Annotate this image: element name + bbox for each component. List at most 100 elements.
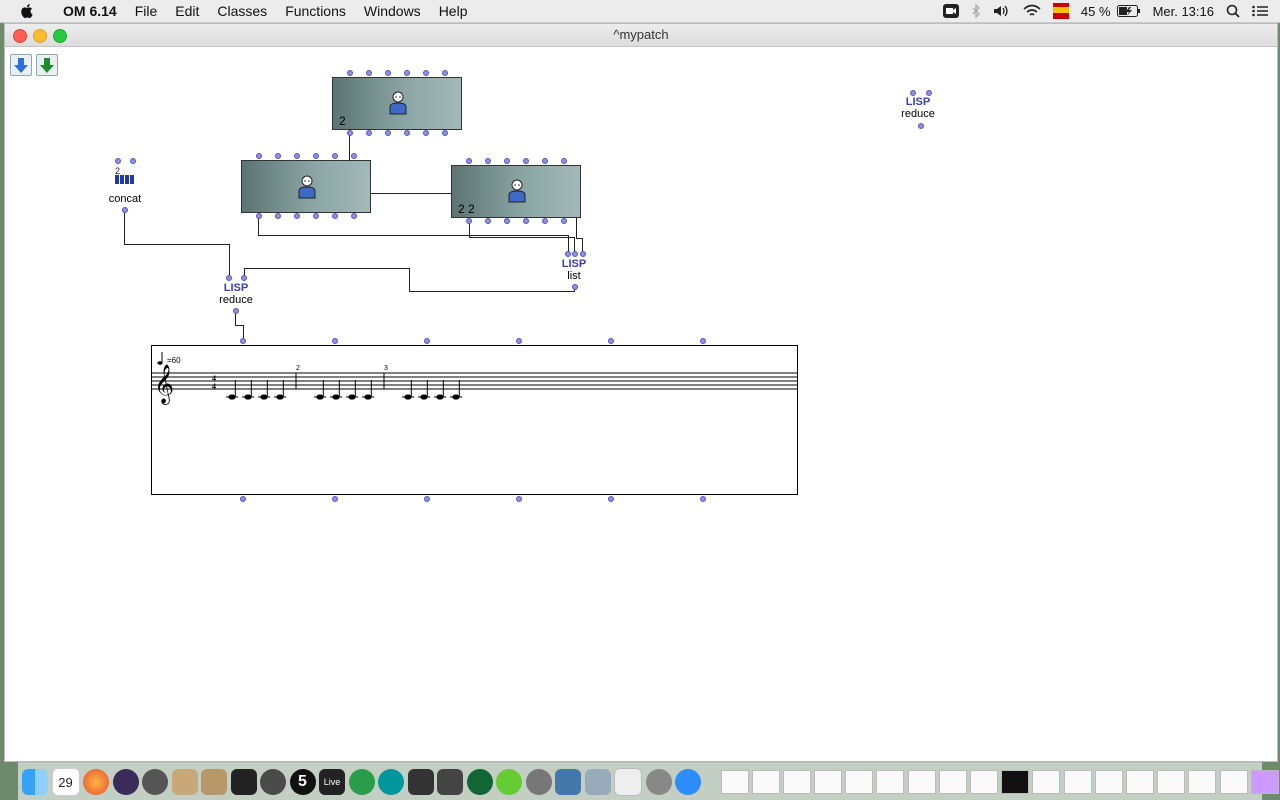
connection-wire[interactable]: [235, 325, 243, 326]
minimized-window-thumb[interactable]: [845, 769, 874, 794]
class-inlet[interactable]: [256, 153, 262, 159]
battery-icon[interactable]: [1116, 5, 1141, 17]
zoom-status-icon[interactable]: [942, 4, 959, 18]
finder-icon[interactable]: [22, 768, 48, 795]
score-inlet[interactable]: [700, 338, 706, 344]
connection-wire[interactable]: [244, 268, 245, 279]
app-icon-3[interactable]: [525, 768, 552, 795]
class-outlet[interactable]: [423, 130, 429, 136]
reduce-inlet[interactable]: [910, 90, 916, 96]
score-outlet[interactable]: [608, 496, 614, 502]
class-inlet[interactable]: [347, 70, 353, 76]
close-window-button[interactable]: [13, 29, 27, 43]
connection-wire[interactable]: [582, 238, 583, 255]
window-titlebar[interactable]: ^mypatch: [5, 24, 1277, 47]
circle-app-icon[interactable]: [260, 768, 286, 795]
menu-help[interactable]: Help: [438, 3, 468, 19]
preview-icon[interactable]: [584, 768, 611, 795]
firefox-icon[interactable]: [83, 768, 109, 795]
tool-app-icon-2[interactable]: [201, 768, 227, 795]
class-inlet[interactable]: [485, 158, 491, 164]
class-box-left[interactable]: [241, 160, 371, 213]
volume-icon[interactable]: [993, 4, 1011, 18]
score-inlet[interactable]: [608, 338, 614, 344]
piano-app-icon[interactable]: [407, 768, 434, 795]
class-outlet[interactable]: [504, 218, 510, 224]
class-outlet[interactable]: [385, 130, 391, 136]
connection-wire[interactable]: [574, 237, 575, 255]
calendar-icon[interactable]: 29: [51, 767, 80, 796]
move-down-button[interactable]: [10, 54, 32, 76]
class-outlet[interactable]: [313, 213, 319, 219]
concat-outlet[interactable]: [122, 207, 128, 213]
reduce-inlet[interactable]: [241, 275, 247, 281]
minimized-window-thumb[interactable]: [938, 769, 967, 794]
number-app-icon[interactable]: 5: [289, 768, 316, 795]
connection-wire[interactable]: [258, 217, 259, 235]
minimized-window-thumb[interactable]: [1157, 769, 1186, 794]
class-outlet[interactable]: [485, 218, 491, 224]
connection-wire[interactable]: [244, 268, 409, 269]
list-outlet[interactable]: [572, 284, 578, 290]
score-outlet[interactable]: [700, 496, 706, 502]
score-inlet[interactable]: [332, 338, 338, 344]
class-inlet[interactable]: [313, 153, 319, 159]
system-preferences-icon[interactable]: [645, 768, 672, 795]
music-app-icon[interactable]: [112, 768, 139, 795]
minimize-window-button[interactable]: [33, 29, 47, 43]
connection-wire[interactable]: [124, 244, 229, 245]
connection-wire[interactable]: [229, 244, 230, 279]
connection-wire[interactable]: [124, 209, 125, 244]
connection-wire[interactable]: [349, 130, 350, 160]
connection-wire[interactable]: [258, 235, 568, 236]
minimized-window-thumb[interactable]: [876, 769, 905, 794]
patch-canvas[interactable]: 2 2 2 2 concat LISP reduce LISP list LIS…: [5, 47, 1277, 761]
class-outlet[interactable]: [466, 218, 472, 224]
class-inlet[interactable]: [542, 158, 548, 164]
lisp-list-box[interactable]: LISP list: [549, 259, 599, 283]
app-icon[interactable]: [437, 768, 463, 795]
connection-wire[interactable]: [469, 237, 574, 238]
class-inlet[interactable]: [351, 153, 357, 159]
list-inlet[interactable]: [565, 251, 571, 257]
class-inlet[interactable]: [404, 70, 410, 76]
menu-file[interactable]: File: [134, 3, 158, 19]
guitar-app-icon[interactable]: [230, 768, 257, 795]
score-outlet[interactable]: [424, 496, 430, 502]
leaf-app-icon[interactable]: [496, 768, 522, 795]
class-outlet[interactable]: [294, 213, 300, 219]
menu-edit[interactable]: Edit: [175, 3, 200, 19]
class-outlet[interactable]: [561, 218, 567, 224]
arduino-icon[interactable]: [378, 768, 404, 795]
minimized-window-thumb[interactable]: [1125, 769, 1154, 794]
class-outlet[interactable]: [347, 130, 353, 136]
lisp-reduce-box[interactable]: LISP reduce: [211, 283, 261, 307]
menu-classes[interactable]: Classes: [217, 3, 268, 19]
notification-center-icon[interactable]: [1252, 5, 1268, 17]
class-box-right[interactable]: 2 2: [451, 165, 581, 218]
class-inlet[interactable]: [332, 153, 338, 159]
minimized-window-thumb[interactable]: [1094, 769, 1123, 794]
connection-wire[interactable]: [469, 222, 470, 237]
clock[interactable]: Mer. 13:16: [1152, 3, 1214, 19]
spotlight-icon[interactable]: [1226, 4, 1240, 18]
class-box-top[interactable]: 2: [332, 77, 462, 130]
class-inlet[interactable]: [504, 158, 510, 164]
connection-wire[interactable]: [576, 217, 577, 239]
input-source-flag-icon[interactable]: [1052, 3, 1069, 19]
minimized-window-thumb[interactable]: [1250, 769, 1279, 794]
class-outlet[interactable]: [351, 213, 357, 219]
voice-score-box[interactable]: =60 𝄞 4 4 2 3: [151, 345, 798, 495]
class-inlet[interactable]: [442, 70, 448, 76]
class-outlet[interactable]: [256, 213, 262, 219]
score-outlet[interactable]: [516, 496, 522, 502]
class-outlet[interactable]: [542, 218, 548, 224]
concat-icon[interactable]: 2: [112, 164, 138, 186]
bluetooth-icon[interactable]: [971, 4, 981, 18]
connection-wire[interactable]: [370, 193, 451, 194]
minimized-window-thumb[interactable]: [1001, 769, 1030, 794]
minimized-window-thumb[interactable]: [1188, 769, 1217, 794]
connection-wire[interactable]: [568, 235, 569, 255]
connection-wire[interactable]: [409, 291, 575, 292]
score-inlet[interactable]: [424, 338, 430, 344]
